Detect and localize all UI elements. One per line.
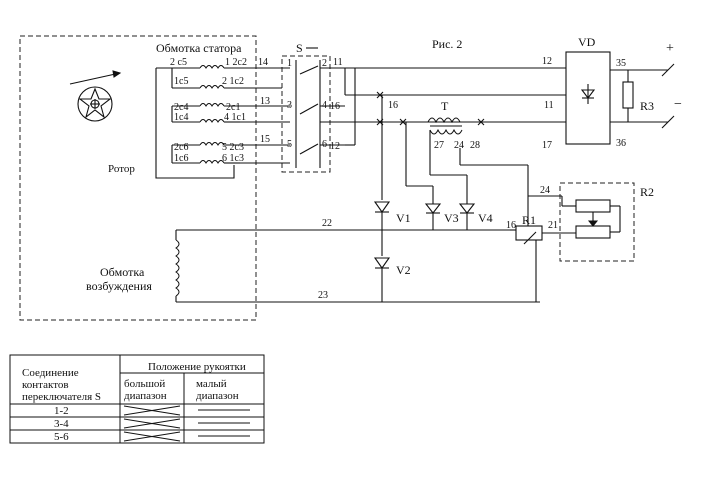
wire-36: 36 [616,138,626,149]
diode-v3-label: V3 [444,211,459,225]
switch-s-box [281,55,331,173]
table-row-1-label: 1-2 [54,405,69,417]
table-col-big-2: диапазон [124,390,167,402]
terminal-4-1c1: 4 1с1 [224,112,246,123]
wire-16b: 16 [388,100,398,111]
wire-16c: 16 [506,220,516,231]
figure-title: Рис. 2 [432,37,462,51]
terminal-2c6: 2с6 [174,142,188,153]
terminal-2-1c2: 2 1с2 [222,76,244,87]
table-col-small-1: малый [196,378,227,390]
wire-12a: 12 [330,141,340,152]
terminal-1c6: 1с6 [174,153,188,164]
diode-v4-label: V4 [478,211,493,225]
terminal-6-1c3: 6 1с3 [222,153,244,164]
wire-35: 35 [616,58,626,69]
wire-14: 14 [258,57,268,68]
terminal-c5: 2 с5 [170,57,187,68]
wire-21: 21 [548,220,558,231]
stator-label: Обмотка статора [156,41,242,55]
resistor-r2a [575,199,611,213]
wire-11b: 11 [544,100,554,111]
table-row-2-big-mark [123,418,181,429]
resistor-r2-box [559,182,635,262]
resistor-r2-label: R2 [640,185,654,199]
table-header-left-1: Соединение [22,367,79,379]
transformer-secondary [429,128,463,135]
table-header-left-2: контактов [22,379,69,391]
rectifier-vd-box [565,51,611,145]
wire-16a: 16 [330,101,340,112]
resistor-r3-label: R3 [640,99,654,113]
wire-24a: 24 [454,140,464,151]
resistor-r2b [575,225,611,239]
switch-contact-5: 5 [287,139,292,150]
switch-label: S [296,41,303,55]
wire-23: 23 [318,290,328,301]
stator-coil-group-3 [171,142,255,164]
rotor-label: Ротор [108,163,135,175]
diode-v2 [373,257,391,269]
terminal-5-2c3: 5 2с3 [222,142,244,153]
terminal-1c5: 1с5 [174,76,188,87]
table-col-big-1: большой [124,378,165,390]
wire-22: 22 [322,218,332,229]
wire-11a: 11 [333,57,343,68]
wire-27: 27 [434,140,444,151]
excitation-label-1: Обмотка [100,265,145,279]
stator-common-wire [155,68,235,179]
table-row-3-label: 5-6 [54,431,69,443]
table-row-2-label: 3-4 [54,418,69,430]
excitation-label-2: возбуждения [86,279,152,293]
wire-17: 17 [542,140,552,151]
rectifier-label: VD [578,35,596,49]
generator-boundary [19,35,257,321]
resistor-r3 [622,81,634,109]
table-header-left-3: переключателя S [22,391,101,403]
minus-terminal: − [674,97,682,112]
wire-15: 15 [260,134,270,145]
plus-terminal: + [666,41,674,56]
wire-28: 28 [470,140,480,151]
resistor-r1-label: R1 [522,213,536,227]
diode-v3 [424,203,442,214]
diode-v2-label: V2 [396,263,411,277]
switch-contact-2: 2 [322,58,327,69]
switch-contact-1: 1 [287,58,292,69]
rotor-symbol [69,70,122,122]
stator-coil-group-1 [156,65,255,89]
wire-24b: 24 [540,185,550,196]
terminal-c2: 1 2с2 [225,57,247,68]
table-header-group: Положение рукоятки [148,361,246,373]
terminal-2c4: 2с4 [174,102,188,113]
rectifier-diode-icon [580,84,596,104]
switch-table: Соединение контактов переключателя S Пол… [9,354,265,444]
stator-coil-group-2 [171,103,255,123]
terminal-2c1: 2с1 [226,102,240,113]
table-row-3-big-mark [123,431,181,442]
excitation-winding-coil [175,239,180,297]
diode-v1-label: V1 [396,211,411,225]
diode-v1 [373,201,391,213]
resistor-r1 [515,225,543,241]
transformer-label: T [441,99,449,113]
transformer-primary [427,117,461,124]
wire-13: 13 [260,96,270,107]
table-row-1-big-mark [123,405,181,416]
table-col-small-2: диапазон [196,390,239,402]
diode-v4 [458,203,476,214]
switch-contact-3: 3 [287,100,292,111]
terminal-1c4: 1с4 [174,112,188,123]
wire-12b: 12 [542,56,552,67]
